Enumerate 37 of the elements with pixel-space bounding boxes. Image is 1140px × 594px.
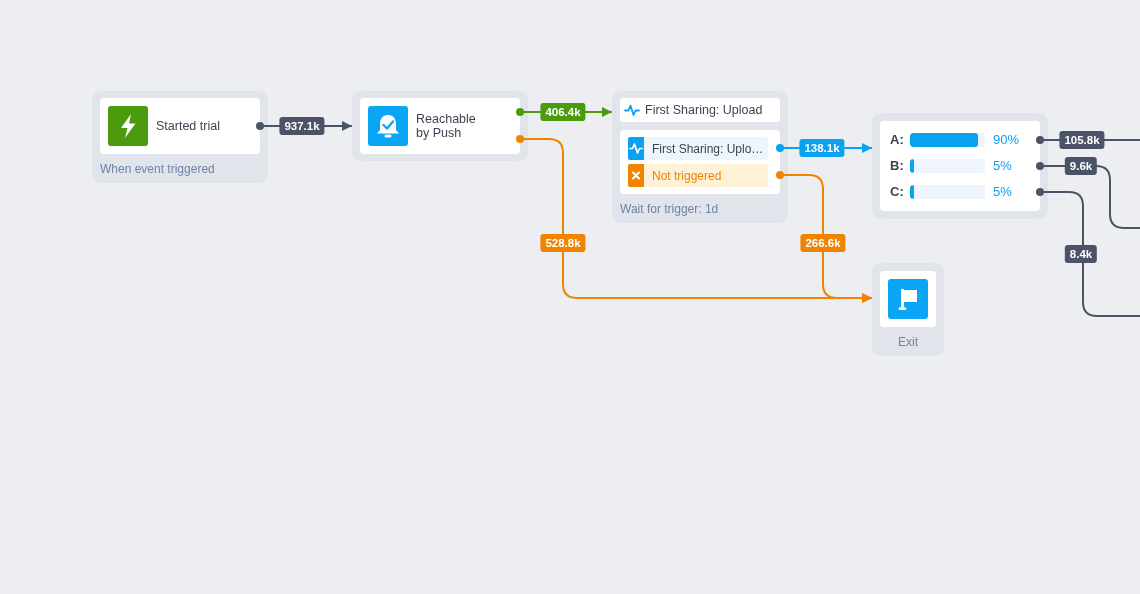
trigger-header (620, 98, 780, 122)
step-panel (92, 91, 268, 183)
step-card (360, 98, 520, 154)
step-panel (872, 113, 1048, 219)
edge-label: 937.1k (279, 117, 325, 135)
step-panel (872, 263, 944, 356)
option-label: B: (890, 158, 904, 174)
edge-label: 266.6k (800, 234, 846, 252)
percent-value: 90% (993, 132, 1020, 148)
branch-row (628, 164, 768, 187)
percent-value: 5% (993, 158, 1012, 174)
edge-label: 138.1k (799, 139, 845, 157)
percent-value: 5% (993, 184, 1012, 200)
step-caption: When event triggered (100, 162, 215, 176)
step-title: Started trial (156, 119, 220, 133)
branch-label: Not triggered (651, 168, 722, 183)
flow-arrow (776, 171, 873, 303)
branch-card (880, 121, 1040, 211)
step-panel (352, 91, 528, 161)
step-title: Reachable by Push (416, 112, 477, 140)
step-caption: Exit (898, 335, 918, 349)
edge-label: 105.8k (1059, 131, 1105, 149)
edge-label: 8.4k (1064, 245, 1098, 263)
trigger-title: First Sharing: Upload (645, 103, 763, 117)
step-panel (612, 91, 788, 223)
branch-row (628, 137, 768, 160)
step-caption: Wait for trigger: 1d (620, 202, 719, 216)
branch-label: First Sharing: Uplo… (651, 141, 764, 156)
branch-card (620, 130, 780, 194)
exit-card (880, 271, 936, 327)
option-label: A: (890, 132, 904, 148)
edge-label: 9.6k (1064, 157, 1098, 175)
edge-label: 406.4k (540, 103, 586, 121)
step-card (100, 98, 260, 154)
flow-line (1036, 188, 1140, 317)
option-label: C: (890, 184, 904, 200)
edge-label: 528.8k (540, 234, 586, 252)
